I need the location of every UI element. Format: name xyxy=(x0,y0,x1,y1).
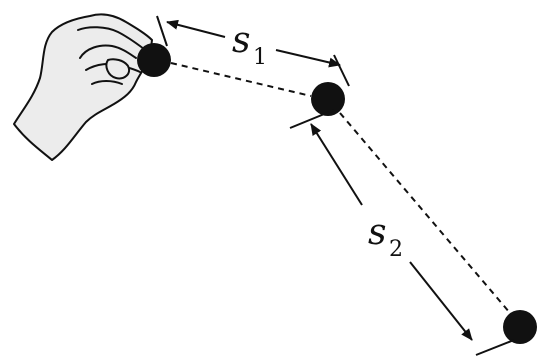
ball-middle xyxy=(311,82,345,116)
s1-tick-left xyxy=(156,15,168,47)
s2-label: s xyxy=(368,212,386,253)
path-segment-1 xyxy=(170,62,312,97)
s2-tick-bottom xyxy=(475,339,515,356)
s1-dimension xyxy=(156,15,350,87)
s1-subscript: 1 xyxy=(253,45,267,70)
s2-subscript: 2 xyxy=(389,237,403,262)
s1-tick-right xyxy=(333,54,350,87)
s2-arrow-top xyxy=(310,123,363,206)
path-segment-2 xyxy=(339,112,511,314)
s2-tick-top xyxy=(289,109,335,129)
ball-start xyxy=(137,43,171,77)
s1-label: s xyxy=(232,20,250,61)
s1-arrow-right xyxy=(275,49,341,68)
hand-icon xyxy=(13,13,153,161)
s2-arrow-bottom xyxy=(409,261,473,341)
ball-end xyxy=(503,310,537,344)
s2-dimension xyxy=(289,109,515,356)
s1-arrow-left xyxy=(166,19,226,38)
